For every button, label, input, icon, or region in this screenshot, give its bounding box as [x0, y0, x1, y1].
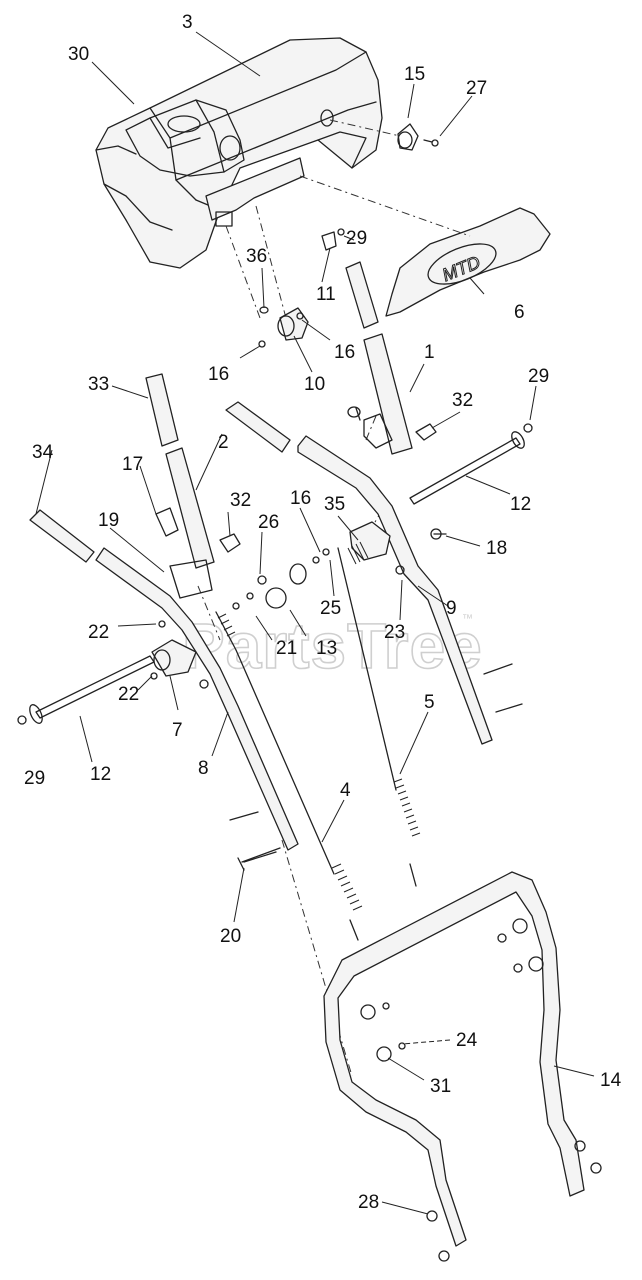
- callout-9: 9: [446, 598, 457, 619]
- callout-labels: 3 30 15 27 29 36 11 6 16 16 10 1 29 33 3…: [24, 12, 622, 1213]
- callout-32-lower: 32: [230, 490, 251, 511]
- callout-27: 27: [466, 78, 487, 99]
- lower-handle-part-14: [323, 871, 602, 1262]
- callout-12-upper: 12: [510, 494, 531, 515]
- callout-32-upper: 32: [452, 390, 473, 411]
- callout-11: 11: [316, 284, 336, 305]
- shift-rod-part-4: [215, 611, 363, 941]
- pin-part-11: [321, 228, 345, 251]
- callout-8: 8: [198, 758, 209, 779]
- callout-16-left: 16: [208, 364, 229, 385]
- clip-part-15: [397, 123, 419, 151]
- leader-lines: [35, 31, 595, 1215]
- callout-18: 18: [486, 538, 507, 559]
- callout-30: 30: [68, 44, 89, 65]
- callout-25: 25: [320, 598, 341, 619]
- callout-34: 34: [32, 442, 54, 463]
- clip-part-32-lower: [219, 533, 241, 553]
- bracket-part-7: [150, 620, 197, 680]
- callout-22-lower: 22: [118, 684, 139, 705]
- upper-handle-part-9: [225, 401, 523, 745]
- callout-21: 21: [276, 638, 297, 659]
- clip-part-32-upper: [415, 423, 437, 441]
- callout-6: 6: [514, 302, 525, 323]
- console-decal-part-6: MTD: [385, 207, 551, 317]
- callout-16-center: 16: [290, 488, 311, 509]
- screw-part-27: [423, 139, 439, 147]
- callout-20: 20: [220, 926, 241, 947]
- grip-part-34: [29, 509, 95, 563]
- callout-29-right: 29: [528, 366, 549, 387]
- callout-19: 19: [98, 510, 119, 531]
- parts-tree-watermark: PartsTree ™: [181, 609, 483, 683]
- callout-15: 15: [404, 64, 425, 85]
- dashboard-housing-part-3: [95, 37, 383, 269]
- callout-31: 31: [430, 1076, 451, 1097]
- callout-14: 14: [600, 1070, 622, 1091]
- callout-28: 28: [358, 1192, 379, 1213]
- callout-4: 4: [340, 780, 351, 801]
- callout-36: 36: [246, 246, 267, 267]
- hardware-cluster: [232, 521, 447, 610]
- callout-1: 1: [424, 342, 435, 363]
- carriage-bolt-part-12-upper: [409, 423, 533, 505]
- callout-35: 35: [324, 494, 345, 515]
- grip-part-33: [145, 373, 179, 447]
- upper-handle-part-8: [95, 547, 299, 863]
- shift-rod-part-1: [345, 261, 413, 455]
- knob-part-10: [258, 306, 309, 348]
- callout-24: 24: [456, 1030, 478, 1051]
- callout-2: 2: [218, 432, 229, 453]
- callout-12-lower: 12: [90, 764, 111, 785]
- callout-10: 10: [304, 374, 325, 395]
- callout-17: 17: [122, 454, 143, 475]
- bolt-part-20: [237, 847, 281, 871]
- callout-23: 23: [384, 622, 405, 643]
- callout-7: 7: [172, 720, 183, 741]
- callout-5: 5: [424, 692, 435, 713]
- callout-3: 3: [182, 12, 193, 33]
- callout-29-left: 29: [24, 768, 45, 789]
- callout-22-upper: 22: [88, 622, 109, 643]
- watermark-text: PartsTree: [182, 610, 483, 682]
- callout-33: 33: [88, 374, 109, 395]
- callout-29-top: 29: [346, 228, 367, 249]
- callout-13: 13: [316, 638, 337, 659]
- callout-26: 26: [258, 512, 279, 533]
- watermark-trademark: ™: [462, 613, 473, 625]
- callout-16-right: 16: [334, 342, 355, 363]
- shift-lever-part-2: [155, 447, 215, 599]
- shift-rod-part-5: [337, 547, 421, 887]
